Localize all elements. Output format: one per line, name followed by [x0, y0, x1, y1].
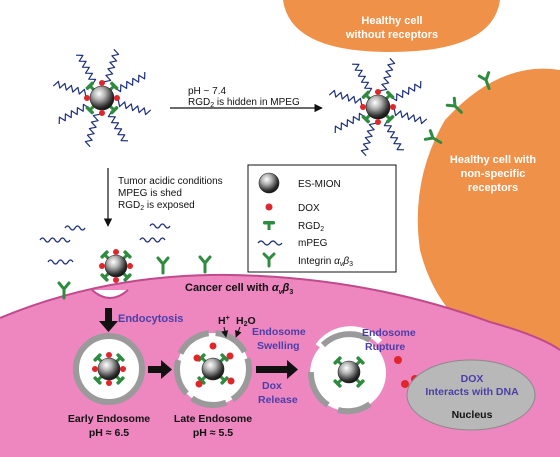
shed-mpeg-chains: [39, 223, 171, 265]
down-arrow-line2: MPEG is shed: [118, 188, 182, 199]
endosome-swelling-label-2: Swelling: [257, 340, 300, 352]
healthy-cell-top-label-1: Healthy cell: [361, 15, 422, 27]
integrin-icon: [198, 255, 212, 274]
es-mion-rgd-exposed: [99, 249, 133, 283]
cancer-cell-label: Cancer cell with αvβ3: [185, 282, 293, 296]
down-arrow: Tumor acidic conditions MPEG is shed RGD…: [103, 168, 223, 227]
healthy-cell-without-receptors: Healthy cell without receptors: [283, 0, 500, 52]
endosome-rupture-label-2: Rupture: [365, 341, 405, 353]
dox-release-label-1: Dox: [262, 380, 282, 392]
integrin-icon: [156, 256, 170, 275]
dox-release-label-2: Release: [258, 394, 298, 406]
healthy-cell-right-label-3: receptors: [468, 182, 518, 194]
early-endosome-ph: pH ≈ 6.5: [89, 427, 129, 439]
integrin-icon: [57, 281, 71, 300]
h-plus-label: H+: [218, 315, 230, 327]
ruptured-endosome: [308, 326, 386, 415]
legend-label-dox: DOX: [298, 203, 320, 214]
dox-dna-label-1: DOX: [461, 373, 484, 385]
arrow-early-to-late: [148, 360, 172, 379]
legend-label-rgd2: RGD2: [298, 221, 324, 233]
es-mion-mpeg-coated: [52, 48, 152, 148]
early-endosome: Early Endosome pH ≈ 6.5: [68, 333, 150, 439]
mpeg-icon: [257, 240, 283, 246]
healthy-cell-right-label-1: Healthy cell with: [450, 154, 536, 166]
receptor-icon: [423, 129, 443, 144]
healthy-cell-top-label-2: without receptors: [345, 29, 438, 41]
late-endosome-label: Late Endosome: [174, 413, 252, 425]
endosome-swelling-label-1: Endosome: [252, 326, 306, 338]
top-arrow: pH ~ 7.4 RGD2 is hidden in MPEG: [170, 86, 323, 113]
endocytosis-label: Endocytosis: [118, 313, 183, 325]
h2o-label: H2O: [236, 315, 256, 328]
early-endosome-label: Early Endosome: [68, 413, 150, 425]
es-mion-icon: [258, 172, 280, 194]
endocytosis-arrow: Endocytosis: [99, 308, 183, 332]
receptor-icon: [477, 71, 491, 90]
top-arrow-line1: pH ~ 7.4: [188, 86, 227, 97]
legend-label-integrin: Integrin αvβ3: [298, 256, 353, 268]
proton-water-entry: H+ H2O: [218, 315, 256, 338]
nucleus-label: Nucleus: [452, 409, 493, 421]
nucleus: DOX Interacts with DNA Nucleus: [406, 359, 536, 431]
top-arrow-line2: RGD2 is hidden in MPEG: [188, 97, 300, 109]
late-endosome: Late Endosome pH ≈ 5.5: [174, 330, 252, 439]
es-mion-mpeg-coated-2: [328, 57, 428, 157]
late-endosome-ph: pH ≈ 5.5: [193, 427, 233, 439]
legend-label-es-mion: ES-MION: [298, 179, 341, 190]
dox-dna-label-2: Interacts with DNA: [425, 386, 519, 398]
integrin-icon: [262, 252, 276, 268]
rgd2-icon: [263, 221, 275, 230]
endosome-rupture-label-1: Endosome: [362, 327, 416, 339]
receptor-icon: [445, 96, 463, 114]
legend-label-mpeg: mPEG: [298, 238, 328, 249]
healthy-cell-right-label-2: non-specific: [461, 168, 526, 180]
healthy-cell-with-nonspecific-receptors: Healthy cell with non-specific receptors: [417, 68, 560, 363]
down-arrow-line1: Tumor acidic conditions: [118, 176, 223, 187]
arrow-late-to-rupture: [256, 360, 298, 379]
down-arrow-line3: RGD2 is exposed: [118, 200, 195, 212]
legend: ES-MION DOX RGD2 mPEG Integrin αvβ3: [247, 164, 397, 273]
dox-icon: [265, 203, 273, 211]
